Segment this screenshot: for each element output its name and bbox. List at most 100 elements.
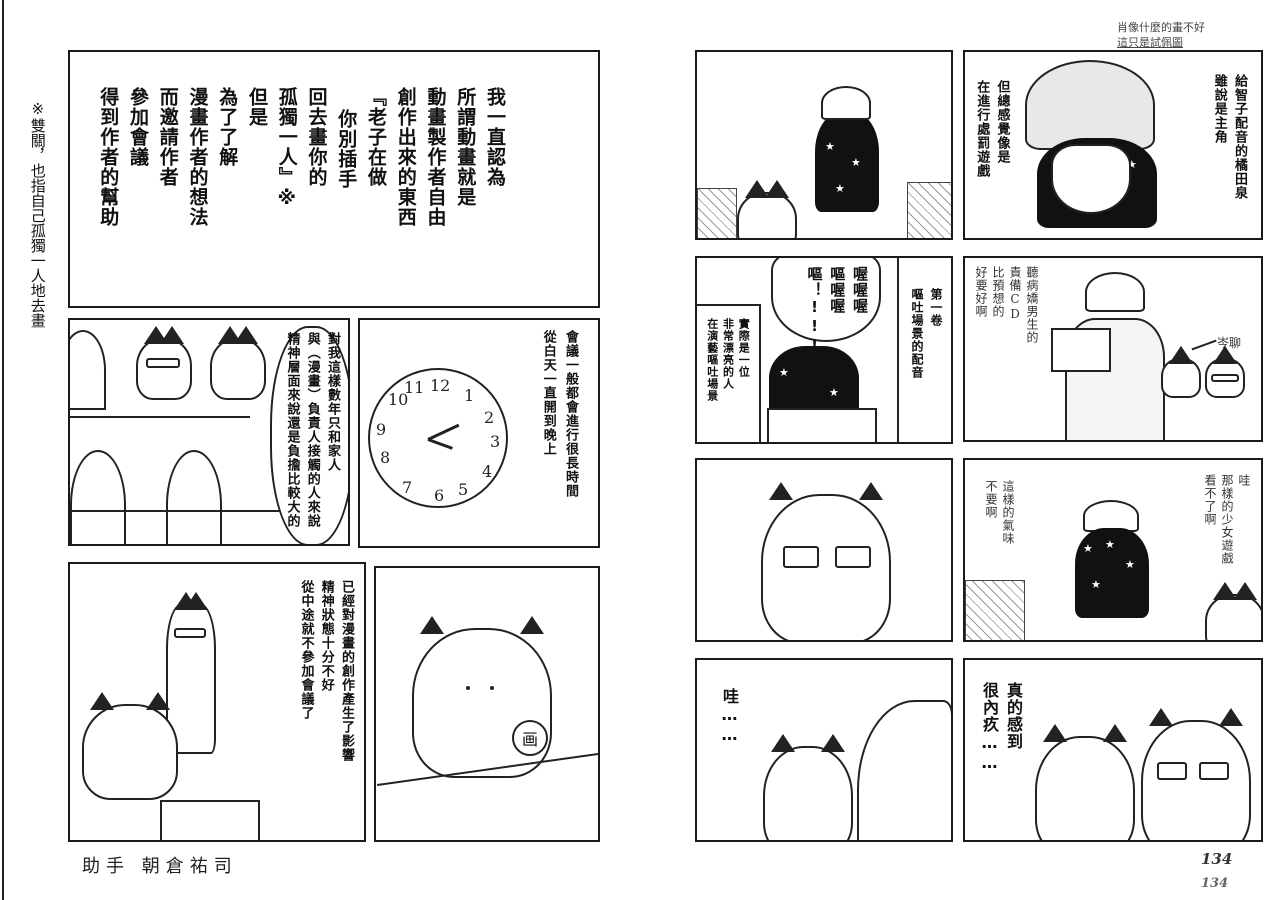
clock-line: 從白天一直開到晚上 [540, 330, 556, 456]
cat-character [1035, 724, 1135, 840]
intro-line: 但是 [246, 87, 268, 127]
panel-sick-boy-cd: 聽病嬌男生的 責備CD 比預想的 好要好啊 岑聊 [963, 256, 1263, 442]
intro-line: 回去畫你的 [305, 87, 328, 187]
cat-eye [490, 686, 494, 690]
cat-character [1161, 346, 1201, 398]
person-silhouette [166, 450, 222, 544]
badge-circle: 画 [512, 720, 548, 756]
voice-actor-text-block: 給智子配音的橘田泉 雖說是主角 [1211, 74, 1247, 200]
vomit-caption-line: 嘔吐場景的配音 [910, 288, 924, 379]
open-book [1051, 328, 1111, 372]
clock-number: 3 [490, 432, 501, 451]
cat-character-desk [82, 692, 178, 800]
clock-number: 11 [404, 378, 425, 397]
panel-wa: 哇…… [695, 658, 953, 842]
punishment-line: 在進行處罰遊戲 [974, 80, 990, 178]
clock-number: 2 [484, 408, 495, 427]
meeting-text-block: 對我這樣數年只和家人 與（漫畫）負責人接觸的人來說 精神層面來說還是負擔比較大的 [283, 332, 341, 528]
vomit-caption-line: 第一卷 [929, 288, 943, 327]
cat-head-partial [737, 180, 797, 238]
clock-number: 1 [464, 386, 475, 405]
standing-line: 已經對漫畫的創作產生了影響 [339, 580, 354, 762]
shout-text-block: 喔喔喔 嘔喔喔 嘔！!!! [805, 266, 870, 355]
pointed-hood-figure [857, 700, 951, 840]
girl-face [1051, 144, 1131, 214]
wa-game-line: 那樣的少女遊戲 [1220, 474, 1234, 565]
panel-clock: 12 1 2 3 4 5 6 7 8 9 10 11 會議一般都會進行很長時間 … [358, 318, 600, 548]
intro-line: 為了了解 [216, 87, 239, 167]
inner-border [697, 304, 759, 306]
page-edge-line [2, 0, 4, 900]
clock-number: 4 [482, 462, 493, 481]
panel-vomit-scene: 實際是一位 非常漂亮的人 在演藝嘔吐場景 喔喔喔 嘔喔喔 嘔！!!! ★ ★ 第… [695, 256, 953, 444]
panel-standing-cat: 已經對漫畫的創作產生了影響 精神狀態十分不好 從中途就不參加會議了 [68, 562, 366, 842]
shout-line: 喔喔喔 [851, 266, 869, 314]
intro-line: 漫畫作者的想法 [186, 87, 209, 227]
intro-line: 參加會議 [127, 87, 149, 167]
voice-actor-line: 給智子配音的橘田泉 [1232, 74, 1247, 200]
sick-boy-text-block: 聽病嬌男生的 責備CD 比預想的 好要好啊 [973, 266, 1039, 344]
glasses-icon [174, 628, 206, 638]
cat-head-partial [1205, 582, 1261, 640]
person-silhouette [70, 330, 106, 410]
voice-actor-line: 雖說是主角 [1211, 74, 1227, 144]
desk [160, 800, 260, 840]
table-edge [70, 416, 250, 418]
clock-minute-hand [427, 438, 453, 450]
page-number-echo: 134 [1201, 876, 1229, 891]
sorry-line: 真的感到 [1004, 682, 1023, 750]
cat-with-glasses [136, 326, 192, 400]
assistant-credit: 助手 朝倉祐司 [82, 856, 238, 877]
hatched-wall [965, 580, 1025, 640]
panel-voice-actor: ★ ★ ★ 給智子配音的橘田泉 雖說是主角 但總感覺像是 在進行處罰遊戲 [963, 50, 1263, 240]
clock-number: 10 [388, 390, 409, 409]
inner-border [897, 258, 899, 442]
panel-girl-game: 這樣的氣味 不要啊 ★ ★ ★ ★ 哇 那樣的少女遊戲 看不了啊 [963, 458, 1263, 642]
cat-eye [466, 686, 470, 690]
side-note: ※雙關，也指自己孤獨一人地去畫 [28, 100, 47, 328]
girl-hat [821, 86, 871, 120]
glasses-icon [1211, 374, 1239, 382]
cat-with-glasses [1205, 346, 1245, 398]
standing-text-block: 已經對漫畫的創作產生了影響 精神狀態十分不好 從中途就不參加會議了 [297, 580, 355, 762]
panel-intro-text: 我一直認為 所謂動畫就是 動畫製作者自由 創作出來的東西 『老子在做 你別插手 … [68, 50, 600, 308]
top-note-line: 肖像什麼的畫不好 [1117, 21, 1205, 34]
panel-meeting-people: 對我這樣數年只和家人 與（漫畫）負責人接觸的人來說 精神層面來說還是負擔比較大的 [68, 318, 350, 546]
intro-line: 創作出來的東西 [394, 87, 417, 227]
glasses-icon [146, 358, 180, 368]
glasses-icon [1199, 762, 1229, 780]
panel-girl-back: ★ ★ ★ [695, 50, 953, 240]
girl-hair-stars: ★ ★ ★ ★ [1075, 528, 1149, 618]
sick-boy-line: 好要好啊 [974, 266, 988, 318]
wa-game-line: 哇 [1237, 474, 1251, 487]
meeting-line: 與（漫畫）負責人接觸的人來說 [304, 332, 320, 528]
clock-text-block: 會議一般都會進行很長時間 從白天一直開到晚上 [540, 330, 578, 498]
right-manga-page: 肖像什麼的畫不好 這只是試佩圖 ★ ★ ★ ★ ★ ★ 給智子配音的橘田泉 雖說… [641, 0, 1282, 900]
top-handwritten-note: 肖像什麼的畫不好 這只是試佩圖 [1117, 20, 1205, 51]
intro-line: 所謂動畫就是 [454, 87, 477, 207]
clock-number: 9 [376, 420, 387, 439]
sorry-line: 很內疚…… [980, 682, 999, 773]
wa-game-text-block: 哇 那樣的少女遊戲 看不了啊 [1202, 474, 1251, 565]
badge-label: 画 [521, 730, 538, 749]
intro-line: 『老子在做 [365, 87, 387, 187]
glasses-icon [783, 546, 819, 568]
clock-number: 7 [402, 478, 413, 497]
wa-game-line: 看不了啊 [1203, 474, 1217, 526]
inner-border [759, 304, 761, 442]
clock-hour-hand [427, 423, 460, 441]
speech-bubble [270, 326, 348, 544]
panel-cat-glasses-closeup [695, 458, 953, 642]
intro-line: 動畫製作者自由 [424, 87, 447, 227]
meeting-line: 對我這樣數年只和家人 [325, 332, 340, 472]
open-book [767, 408, 877, 442]
clock-number: 8 [380, 448, 391, 467]
intro-line: 孤獨一人』※ [275, 87, 298, 210]
intro-line: 你別插手 [335, 109, 358, 189]
shout-line: 嘔喔喔 [828, 266, 847, 314]
panel-sorry: 真的感到 很內疚…… [963, 658, 1263, 842]
cat-with-glasses [1141, 708, 1251, 840]
glasses-icon [835, 546, 871, 568]
cat-character-drawing [412, 616, 552, 778]
standing-line: 精神狀態十分不好 [318, 580, 334, 692]
